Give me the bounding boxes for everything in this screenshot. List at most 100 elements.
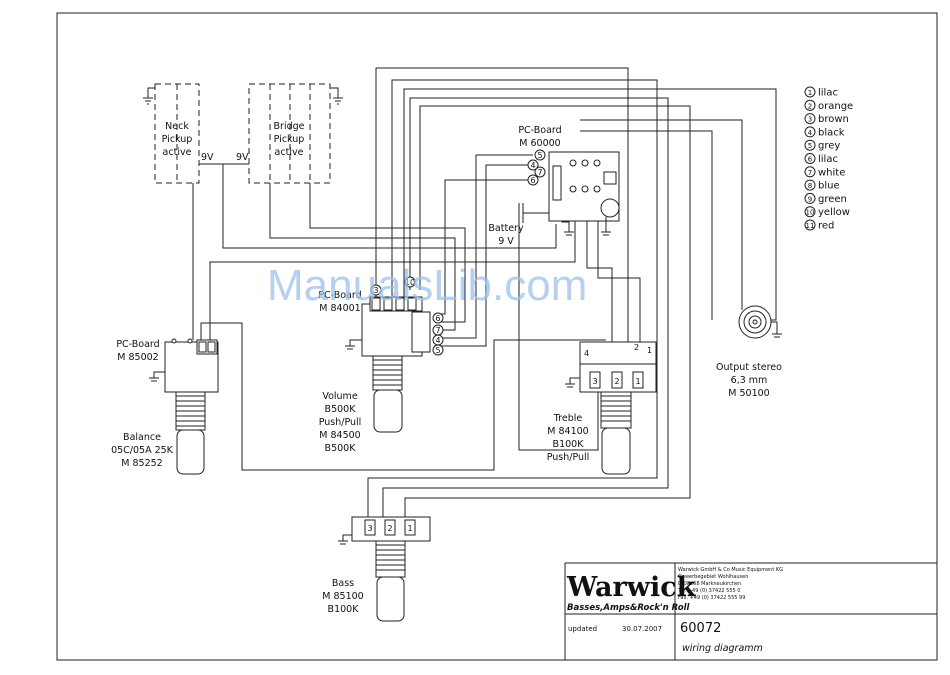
bridge-pickup: Bridge Pickup active: [248, 83, 331, 184]
pcb-main: PC-Board M 60000 5 4 7 6: [518, 125, 620, 222]
pcb-bal-label-2: M 85002: [117, 352, 158, 363]
legend-color: orange: [818, 101, 853, 112]
company-line-3: D-08258 Markneukirchen: [678, 581, 741, 587]
legend-number: 7: [808, 169, 812, 177]
treble-pot: 3 2 1 4 1 2 Treble M 84100 B100K Push/Pu…: [547, 341, 657, 475]
drawing-number: 60072: [680, 621, 721, 636]
svg-text:10: 10: [405, 278, 415, 287]
svg-text:2: 2: [634, 343, 639, 352]
legend-number: 1: [808, 89, 812, 97]
balance-label-3: M 85252: [121, 458, 162, 469]
svg-text:3: 3: [592, 377, 597, 386]
legend-marker: [804, 206, 816, 218]
legend-number: 3: [808, 116, 812, 124]
battery: Battery 9 V: [488, 203, 549, 247]
svg-text:3: 3: [373, 286, 378, 295]
volume-pot: 3 10 6 7 4 5 PC-Board M 84001 Volume B50…: [318, 276, 444, 454]
svg-text:6: 6: [435, 314, 440, 323]
battery-label-2: 9 V: [498, 236, 514, 247]
legend-color: lilac: [818, 154, 838, 165]
output-jack: Output stereo 6,3 mm M 50100: [716, 305, 782, 399]
company-line-4: Tel. +49 (0) 37422 555 0: [677, 588, 740, 594]
legend-marker: [804, 86, 816, 98]
nine-volt-label-a: 9V: [201, 152, 214, 163]
title-block: Warwick Basses,Amps&Rock'n Roll Warwick …: [564, 562, 937, 660]
legend-marker: [804, 166, 816, 178]
svg-text:4: 4: [530, 161, 535, 170]
battery-label-1: Battery: [488, 223, 524, 234]
legend-color: brown: [818, 114, 849, 125]
pcb-bal-label-1: PC-Board: [116, 339, 159, 350]
legend-color: white: [818, 167, 845, 178]
legend-marker: [804, 219, 816, 231]
legend-marker: [804, 113, 816, 125]
neck-label-2: Pickup: [162, 134, 193, 145]
pcb-main-label-1: PC-Board: [518, 125, 561, 136]
volume-label-5: B500K: [325, 443, 357, 454]
legend-item: 1 lilac: [804, 86, 838, 99]
volume-label-1: Volume: [322, 391, 357, 402]
bridge-label-1: Bridge: [274, 121, 305, 132]
legend-item: 3 brown: [804, 113, 849, 125]
legend-number: 11: [806, 222, 815, 230]
legend-color: yellow: [818, 207, 850, 218]
treble-label-4: Push/Pull: [547, 452, 590, 463]
legend-marker: [804, 153, 816, 164]
warwick-tagline: Basses,Amps&Rock'n Roll: [567, 603, 691, 613]
volume-label-3: Push/Pull: [319, 417, 362, 428]
ground-bridge: [330, 87, 343, 105]
bridge-label-2: Pickup: [274, 134, 305, 145]
legend-number: 6: [808, 156, 813, 164]
volume-label-2: B500K: [325, 404, 357, 415]
legend-color: black: [818, 127, 845, 138]
bass-label-1: Bass: [332, 578, 354, 589]
nine-volt-label-b: 9V: [236, 152, 249, 163]
balance-label-2: 05C/05A 25K: [111, 445, 174, 456]
svg-text:4: 4: [584, 349, 589, 358]
legend-color: lilac: [818, 88, 838, 99]
wires: [167, 67, 777, 520]
svg-text:1: 1: [407, 524, 412, 533]
legend-marker: [804, 126, 816, 138]
svg-text:1: 1: [647, 346, 652, 355]
pcb-main-label-2: M 60000: [519, 138, 560, 149]
bridge-label-3: active: [275, 147, 304, 158]
output-label-2: 6,3 mm: [731, 375, 768, 386]
drawing-title: wiring diagramm: [682, 643, 763, 654]
legend-item: 6 lilac: [804, 153, 838, 165]
svg-text:6: 6: [530, 176, 535, 185]
legend-color: blue: [818, 181, 840, 192]
updated-date: 30.07.2007: [622, 625, 662, 633]
updated-label: updated: [568, 625, 597, 633]
legend-number: 2: [808, 102, 812, 110]
legend-number: 8: [808, 182, 812, 190]
treble-label-3: B100K: [553, 439, 585, 450]
svg-text:7: 7: [435, 326, 440, 335]
watermark: ManualsLib.com: [267, 261, 587, 310]
bass-label-3: B100K: [328, 604, 360, 615]
bass-label-2: M 85100: [322, 591, 363, 602]
legend-number: 10: [806, 209, 815, 217]
legend-marker: [804, 99, 816, 111]
output-label-1: Output stereo: [716, 362, 782, 373]
legend-color: green: [818, 194, 847, 205]
company-line-2: Gewerbegebiet Wohlhausen: [678, 574, 748, 580]
pcb-vol-label-2: M 84001: [319, 303, 360, 314]
svg-text:1: 1: [635, 377, 640, 386]
svg-text:3: 3: [367, 524, 372, 533]
svg-text:7: 7: [537, 168, 542, 177]
output-label-3: M 50100: [728, 388, 769, 399]
company-line-1: Warwick GmbH & Co Music Equipment KG: [678, 567, 783, 573]
ground-pcb-main: [564, 217, 611, 236]
neck-label-1: Neck: [165, 121, 189, 132]
legend-number: 5: [808, 142, 812, 150]
volume-label-4: M 84500: [319, 430, 360, 441]
